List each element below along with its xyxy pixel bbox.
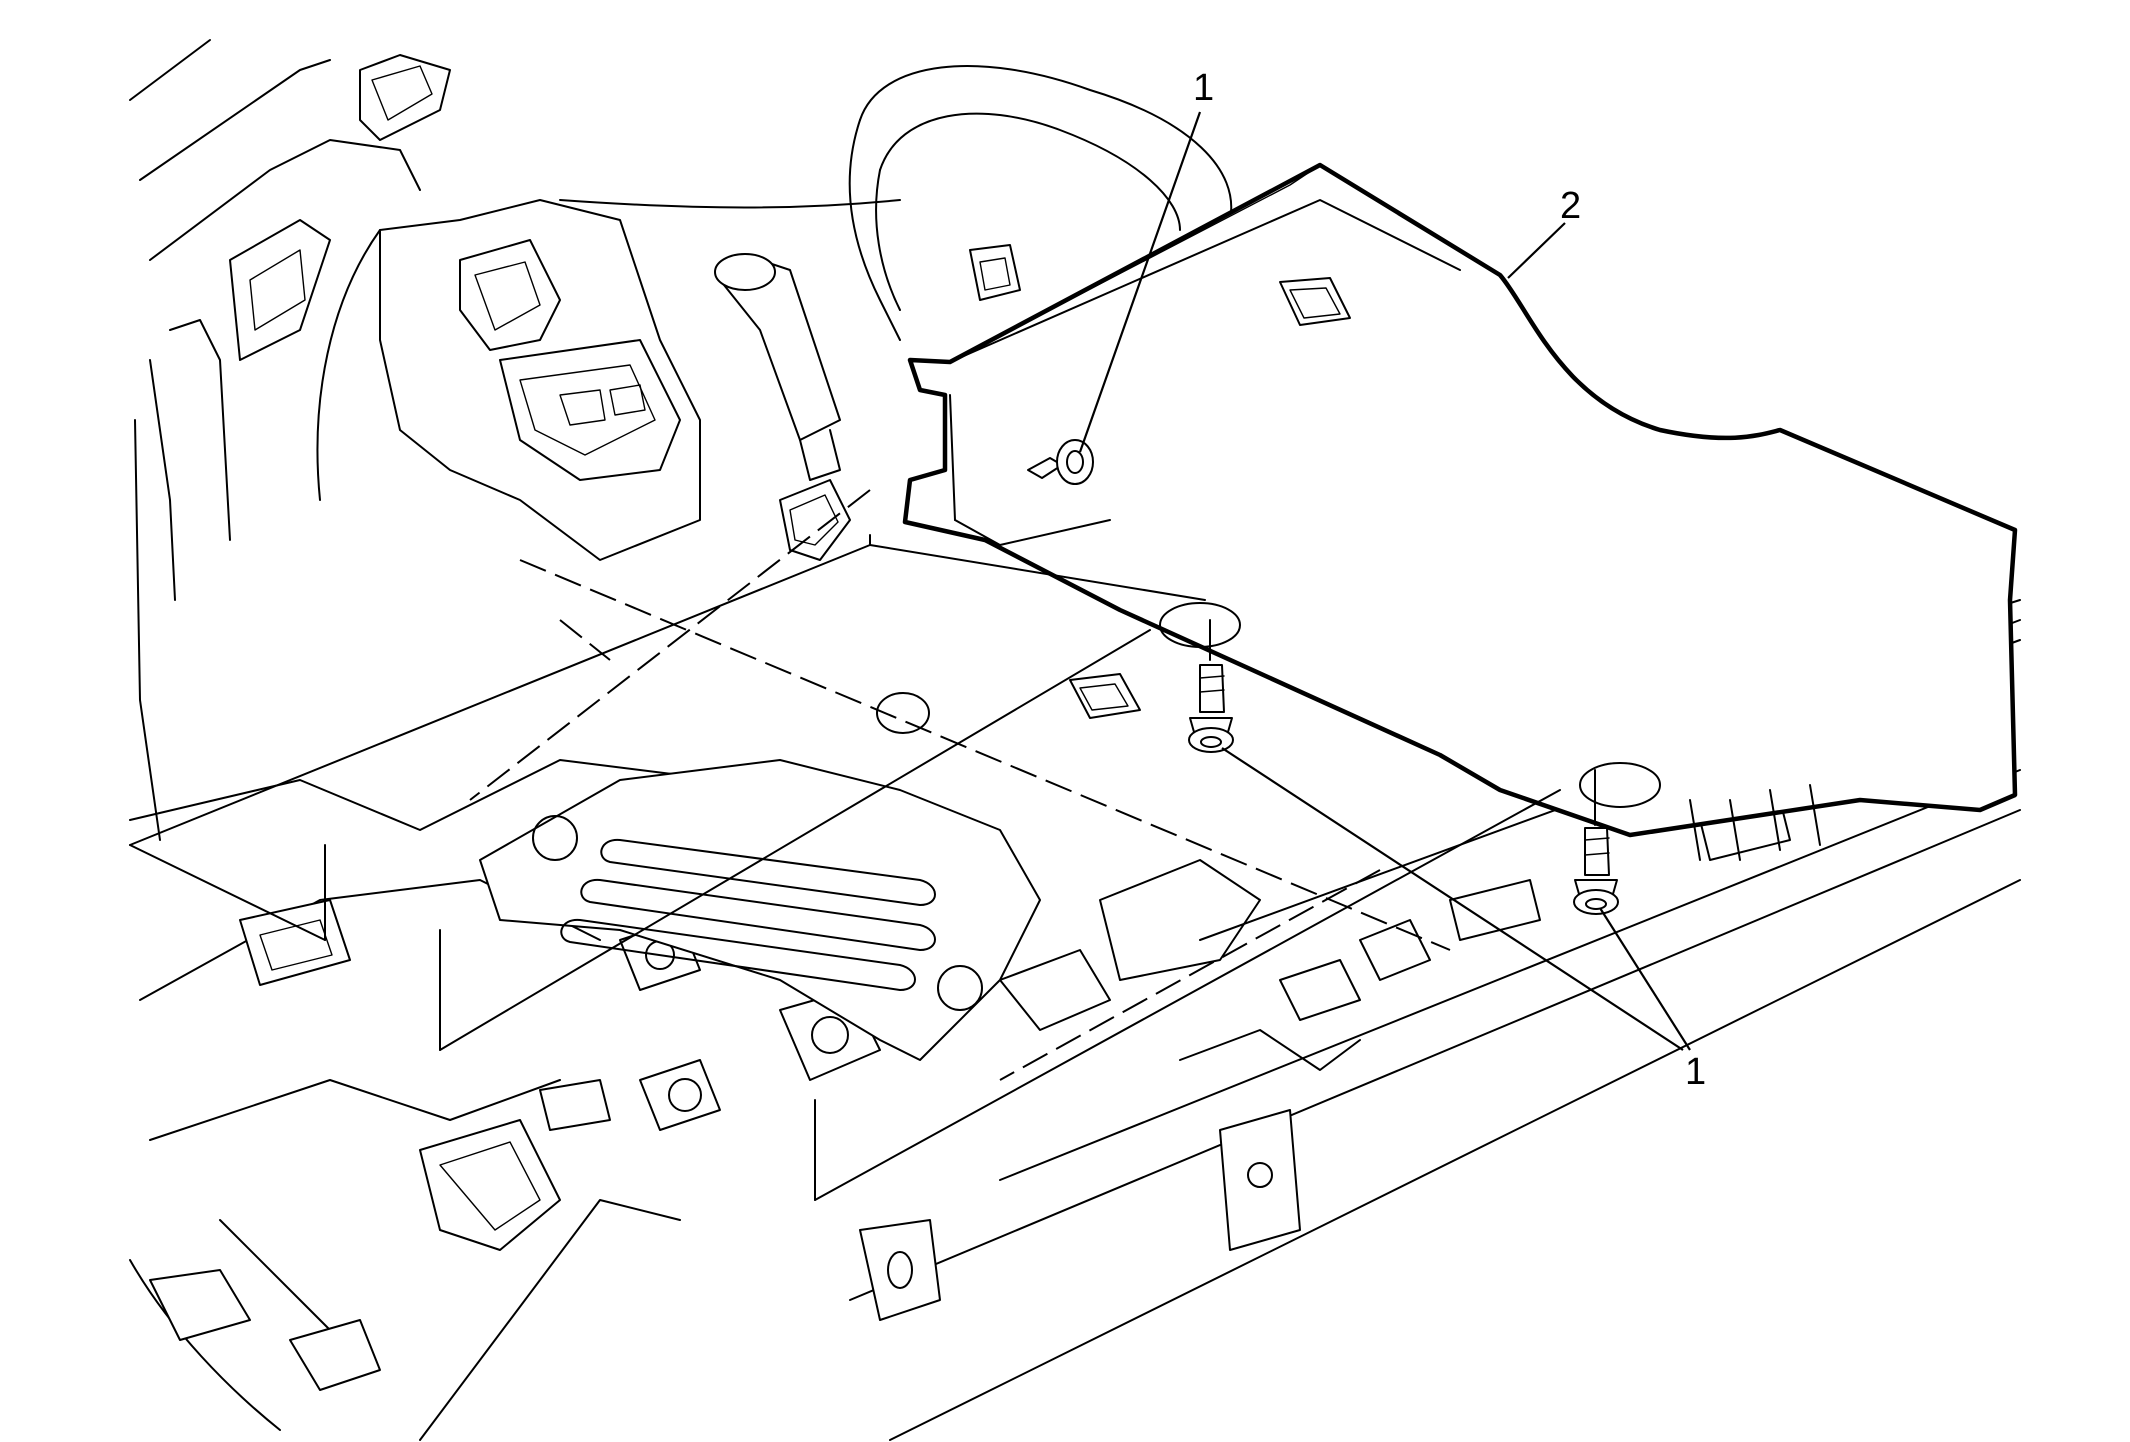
fastener-bottom-right	[1573, 769, 1619, 915]
steering-column-lower-trim	[479, 692, 1041, 1061]
fastener-bottom-left	[1188, 619, 1234, 753]
fastener-top	[1027, 439, 1094, 485]
instrument-panel-background	[129, 39, 1233, 841]
reference-outline-lines	[129, 534, 1561, 1201]
callout-1-bottom: 1	[1685, 1051, 1706, 1093]
callout-leaders	[1078, 111, 1691, 1051]
callout-1-top: 1	[1193, 67, 1214, 109]
knee-bolster-panel	[902, 162, 2018, 861]
callout-2: 2	[1560, 185, 1581, 227]
